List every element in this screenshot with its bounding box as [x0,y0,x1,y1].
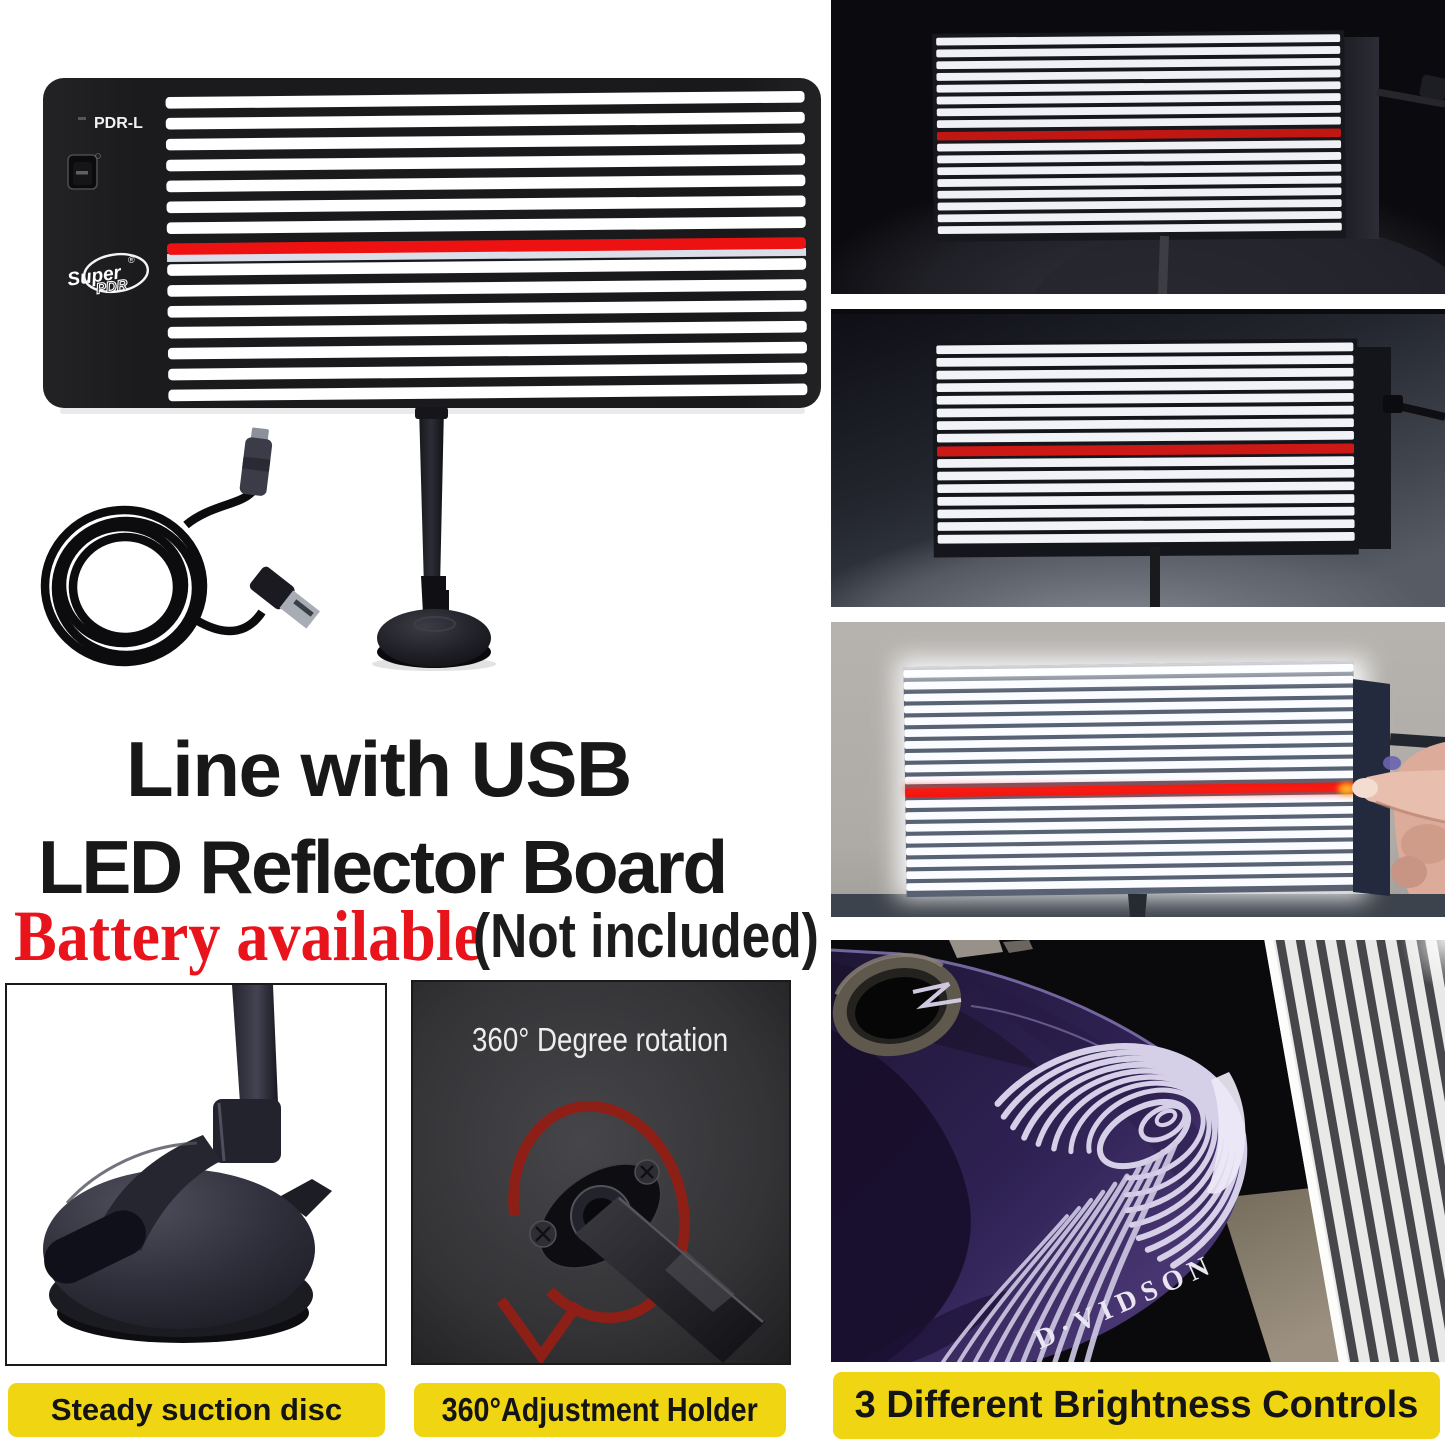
svg-text:PDR-L: PDR-L [94,115,143,132]
svg-text:®: ® [128,255,135,265]
svg-text:PDR: PDR [95,277,129,298]
